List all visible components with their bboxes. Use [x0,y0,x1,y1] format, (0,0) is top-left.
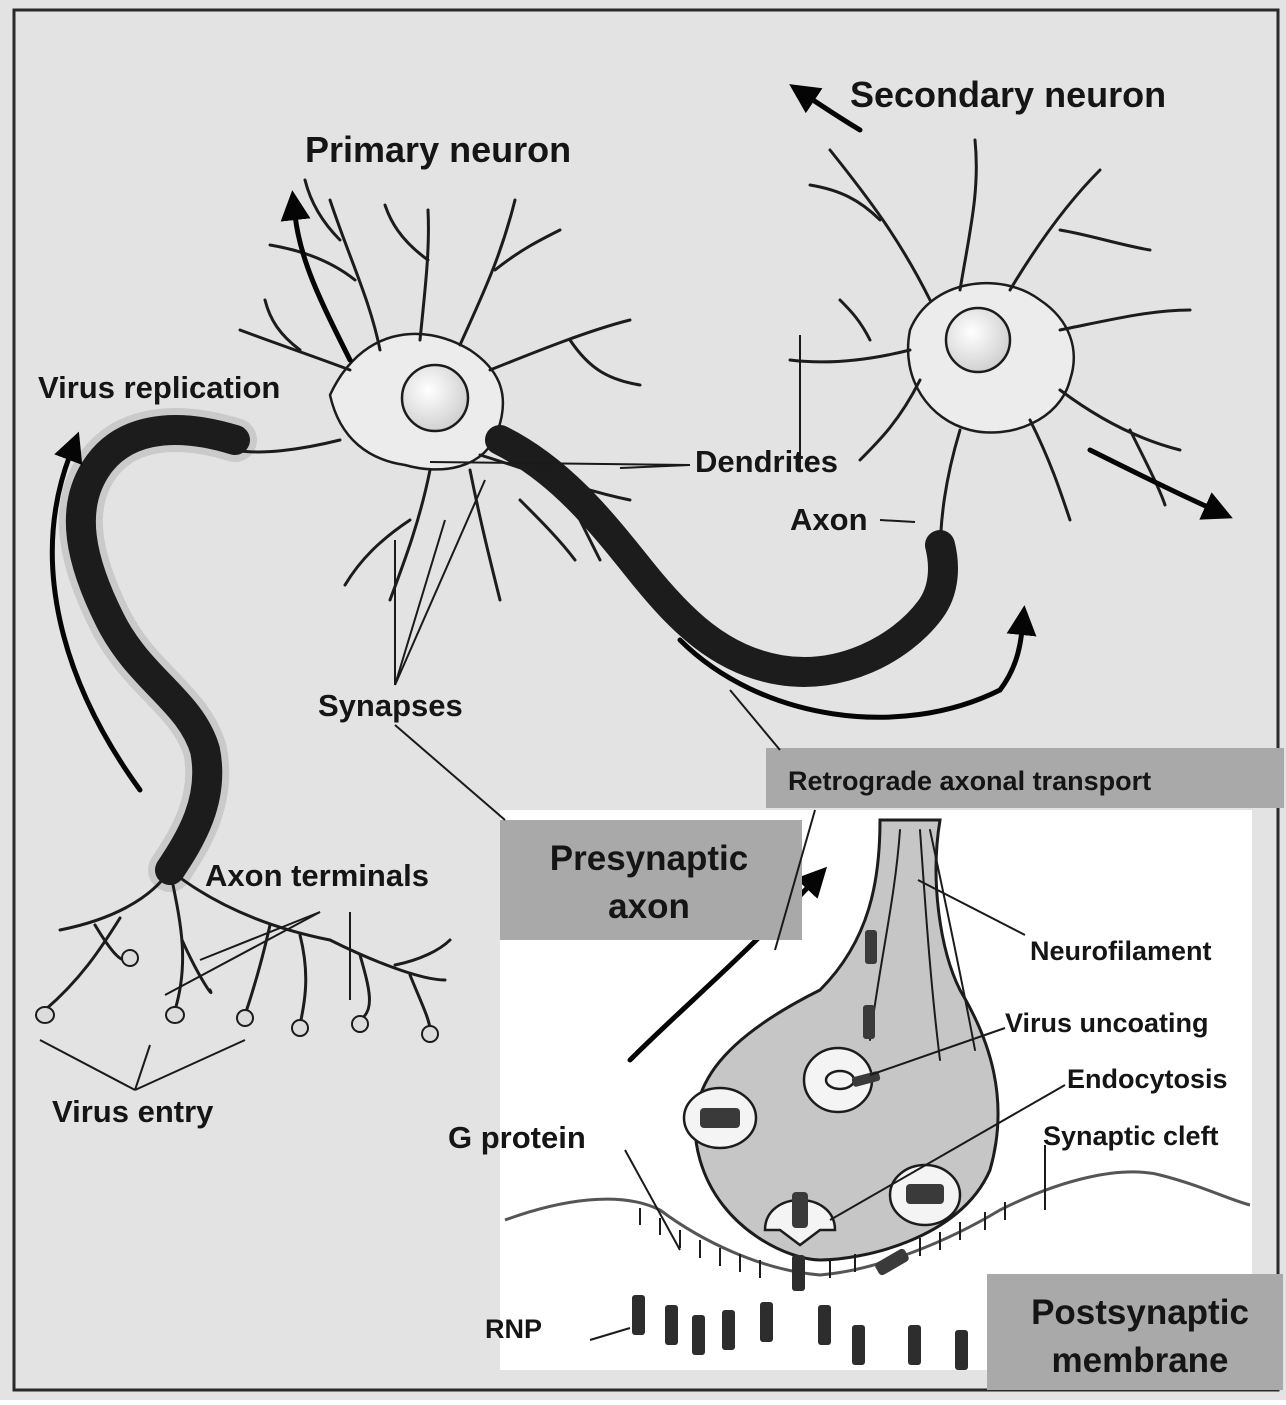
primary-neuron-label: Primary neuron [305,129,571,170]
rnp-label: RNP [485,1314,542,1344]
secondary-neuron-label: Secondary neuron [850,74,1166,115]
postsynaptic-label-line2: membrane [1051,1341,1228,1380]
axon-label: Axon [790,502,868,537]
synaptic-cleft-label: Synaptic cleft [1043,1121,1219,1151]
axon-terminals-label: Axon terminals [205,858,429,893]
secondary-nucleus [946,308,1010,372]
primary-nucleus [402,365,468,431]
virus-entry-label: Virus entry [52,1094,214,1129]
g-protein-label: G protein [448,1120,586,1155]
endocytosis-label: Endocytosis [1067,1064,1228,1094]
retrograde-transport-label: Retrograde axonal transport [788,766,1151,796]
virus-replication-label: Virus replication [38,370,280,405]
virus-uncoating-label: Virus uncoating [1005,1008,1209,1038]
postsynaptic-label-line1: Postsynaptic [1031,1293,1249,1332]
dendrites-label: Dendrites [695,444,838,479]
presynaptic-axon-label-line2: axon [608,887,690,926]
neurofilament-label: Neurofilament [1030,936,1212,966]
presynaptic-axon-label-line1: Presynaptic [550,839,748,878]
synapses-label: Synapses [318,688,463,723]
